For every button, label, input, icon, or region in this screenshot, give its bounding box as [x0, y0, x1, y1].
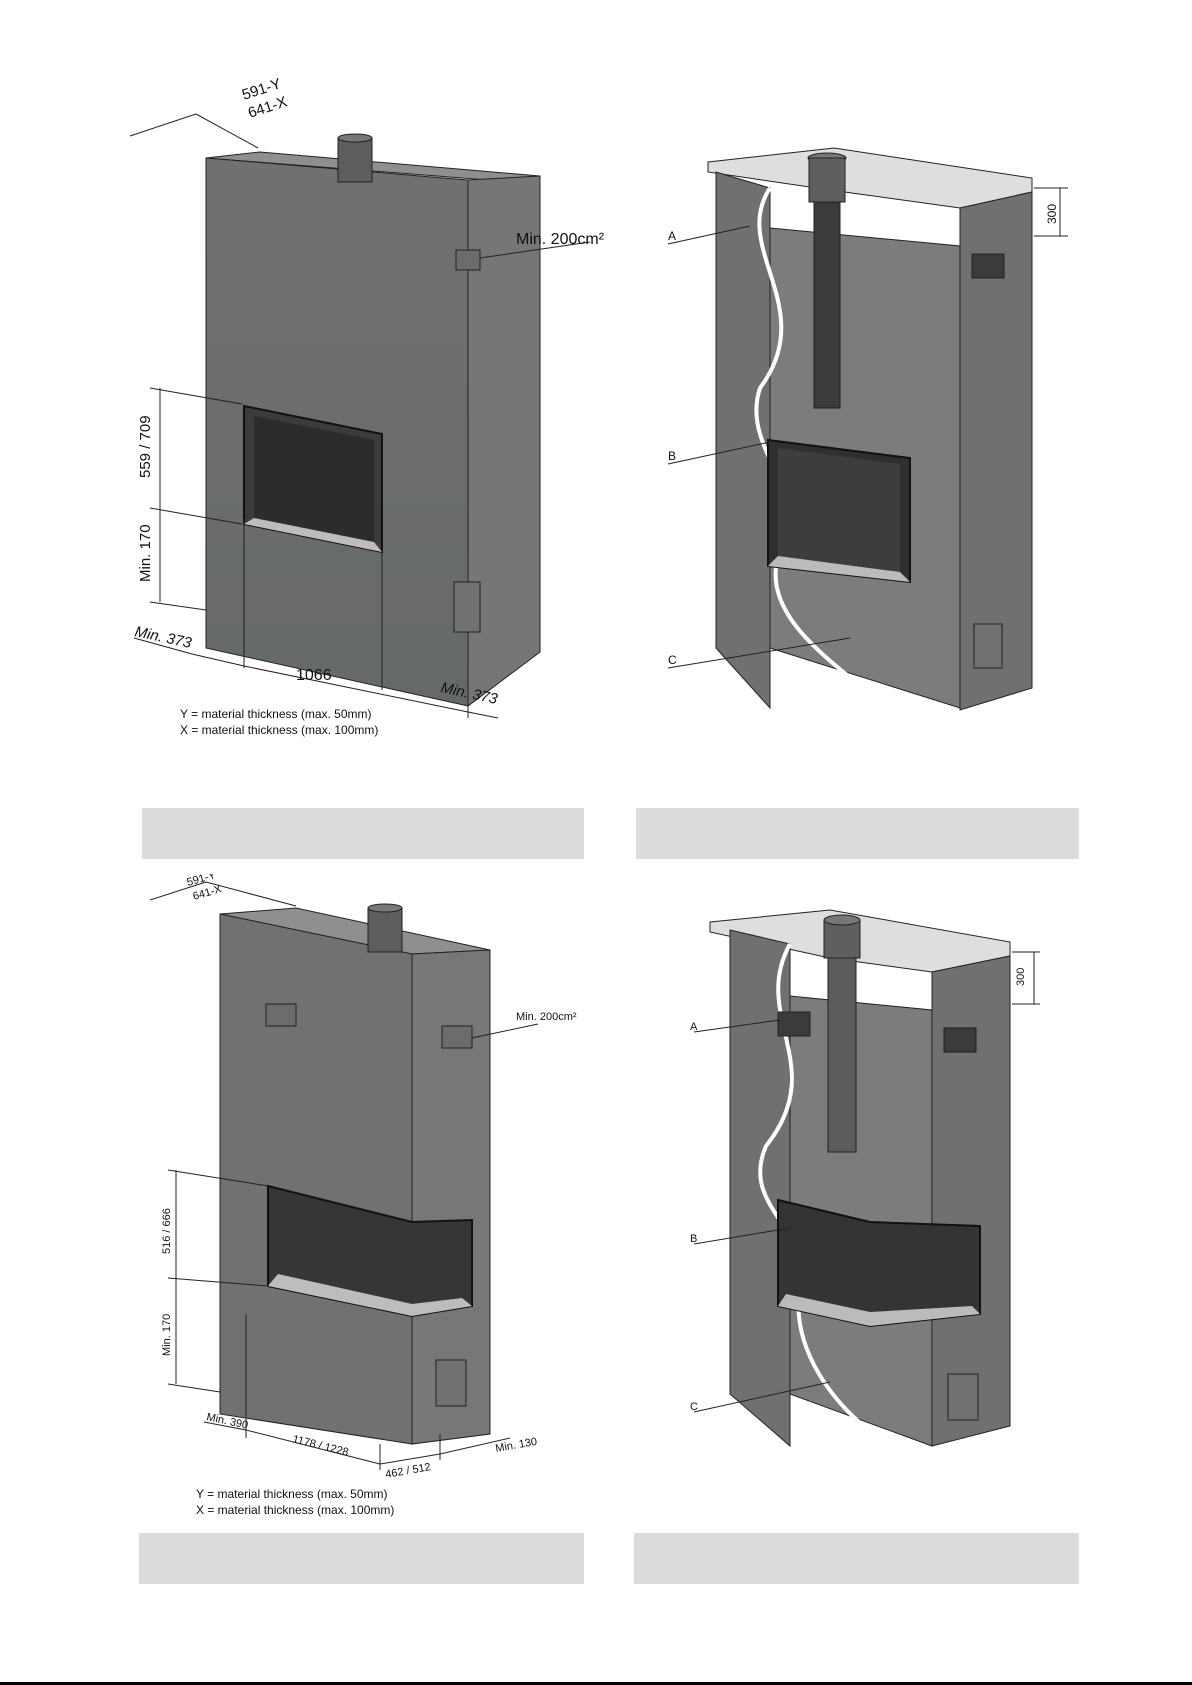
dim-base-height: Min. 170: [161, 1314, 173, 1356]
inspection-hatch: [453, 581, 481, 633]
label-top-height: 300: [1045, 204, 1059, 224]
front-fireplace-cutaway-drawing: A B C 300: [667, 147, 1068, 711]
enclosure-left-wall: [729, 929, 791, 1448]
vent-grille: [971, 253, 1005, 279]
inspection-hatch: [973, 623, 1003, 669]
vent-grille-left: [777, 1011, 811, 1037]
flue-pipe-top: [337, 133, 373, 143]
flue-pipe-top: [367, 903, 403, 913]
flue-pipe: [367, 907, 403, 953]
flue-collar: [808, 157, 846, 203]
dim-width: 1178 / 1228: [291, 1433, 349, 1459]
vent-opening-side: [441, 1025, 473, 1049]
dim-vent: Min. 200cm²: [516, 231, 605, 248]
insert-glass: [778, 448, 900, 572]
insert-floor: [768, 556, 910, 582]
enclosure-side-face: [467, 175, 541, 707]
note-x-thickness: X = material thickness (max. 100mm): [196, 1503, 394, 1517]
label-c: C: [690, 1401, 698, 1413]
dim-side-width: 462 / 512: [384, 1461, 431, 1481]
firebox-floor: [268, 1274, 472, 1316]
firebox-floor: [244, 518, 382, 552]
inspection-hatch: [947, 1373, 979, 1421]
dim-opening-height: 516 / 666: [161, 1208, 173, 1254]
vent-grille-right: [943, 1027, 977, 1053]
vent-opening: [455, 249, 481, 271]
caption-bar-2: [636, 808, 1079, 859]
firebox-inner-wall: [254, 416, 374, 542]
flue-pipe-top: [823, 914, 861, 926]
dim-width: 1066: [296, 667, 332, 684]
dim-base-height: Min. 170: [137, 524, 154, 582]
flue-pipe: [813, 197, 841, 409]
caption-bar-1: [142, 808, 584, 859]
label-b: B: [690, 1233, 697, 1245]
label-a: A: [668, 229, 676, 243]
vent-opening-front: [265, 1003, 297, 1027]
enclosure-left-wall: [715, 171, 771, 710]
dim-right-clear: Min. 130: [494, 1436, 538, 1455]
page-bottom-rule: [0, 1682, 1192, 1685]
inspection-hatch: [435, 1359, 467, 1407]
dim-vent: Min. 200cm²: [516, 1011, 577, 1023]
label-top-height: 300: [1015, 968, 1027, 986]
label-b: B: [668, 449, 676, 463]
note-y-thickness: Y = material thickness (max. 50mm): [180, 707, 372, 721]
corner-fireplace-cutaway-drawing: A B C 300: [690, 909, 1040, 1448]
flue-pipe: [827, 955, 857, 1153]
note-x-thickness: X = material thickness (max. 100mm): [180, 723, 378, 737]
dim-opening-height: 559 / 709: [137, 415, 154, 478]
label-c: C: [668, 653, 677, 667]
label-a: A: [690, 1021, 698, 1033]
caption-bar-3: [139, 1533, 584, 1584]
front-fireplace-dimension-drawing: 591-Y 641-X Min. 200cm² 559 / 709 Min. 1…: [129, 78, 605, 737]
flue-collar: [823, 919, 861, 959]
enclosure-front-face: [219, 913, 413, 1445]
corner-fireplace-dimension-drawing: 591-Y 641-X Min. 200cm² 516 / 666 Min. 1…: [150, 874, 577, 1517]
caption-bar-4: [634, 1533, 1079, 1584]
flue-pipe: [337, 137, 373, 183]
dim-left-clear: Min. 373: [133, 623, 193, 652]
insert-floor: [778, 1294, 980, 1326]
note-y-thickness: Y = material thickness (max. 50mm): [196, 1487, 388, 1501]
